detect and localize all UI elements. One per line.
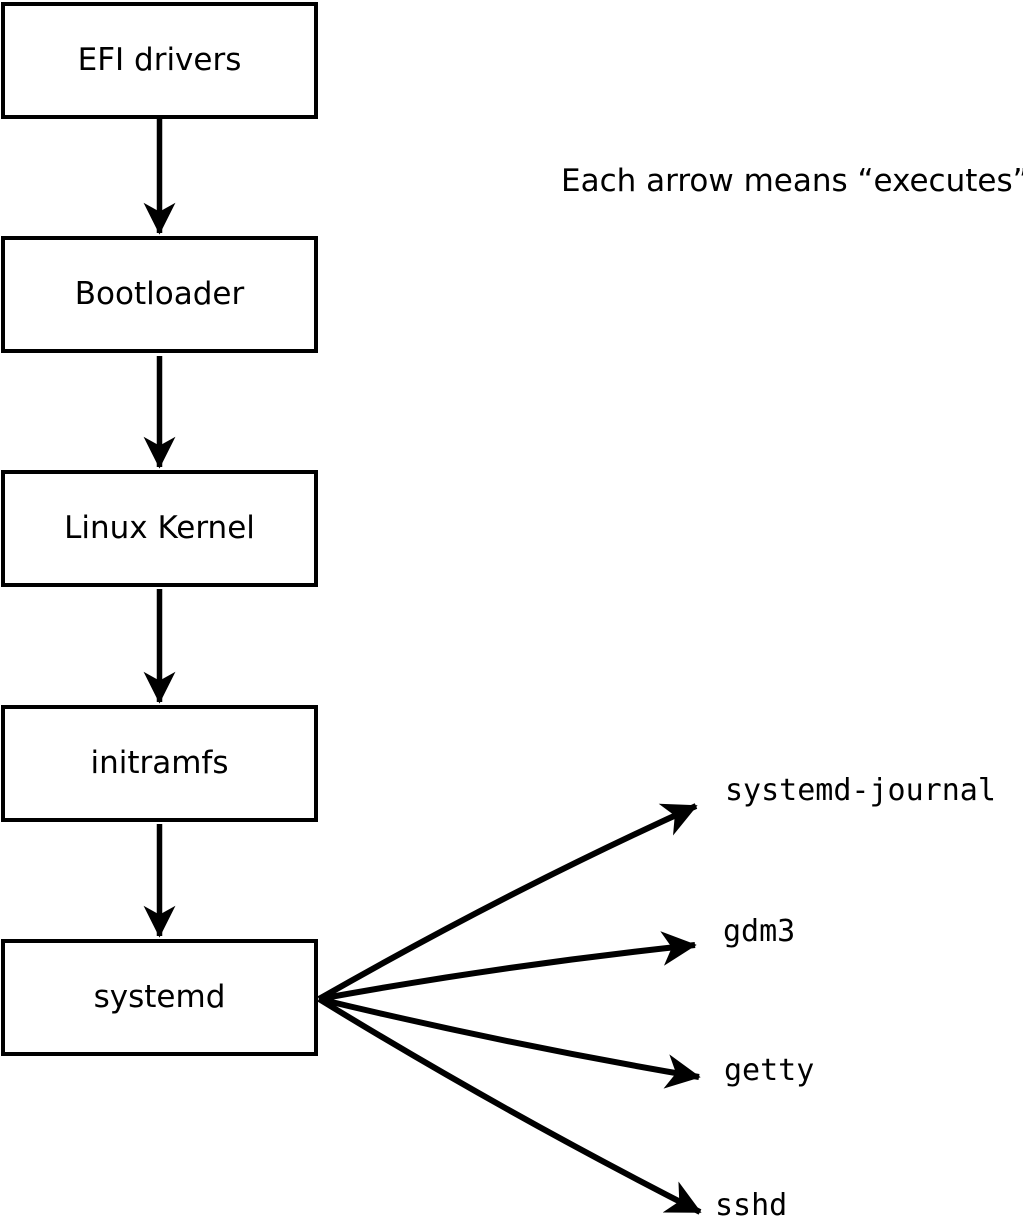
arrow-systemd-to-getty (318, 996, 701, 1089)
leaf-getty: getty (724, 1053, 815, 1088)
node-initramfs: initramfs (1, 705, 318, 822)
leaf-systemd-journal: systemd-journal (725, 773, 996, 808)
node-systemd-label: systemd (93, 979, 226, 1015)
arrow-systemd-to-journal (317, 803, 698, 1002)
node-linux-kernel-label: Linux Kernel (64, 510, 255, 546)
node-bootloader-label: Bootloader (74, 276, 245, 312)
node-bootloader: Bootloader (1, 236, 318, 353)
arrow-systemd-to-sshd (317, 996, 702, 1215)
node-efi-drivers: EFI drivers (1, 2, 318, 119)
node-linux-kernel: Linux Kernel (1, 470, 318, 587)
leaf-gdm3: gdm3 (723, 914, 796, 949)
legend-note: Each arrow means “executes”. (561, 163, 1023, 199)
leaf-sshd: sshd (715, 1188, 788, 1223)
node-systemd: systemd (1, 939, 318, 1056)
node-initramfs-label: initramfs (90, 745, 229, 781)
node-efi-drivers-label: EFI drivers (77, 42, 242, 78)
arrow-systemd-to-gdm3 (318, 931, 697, 1002)
